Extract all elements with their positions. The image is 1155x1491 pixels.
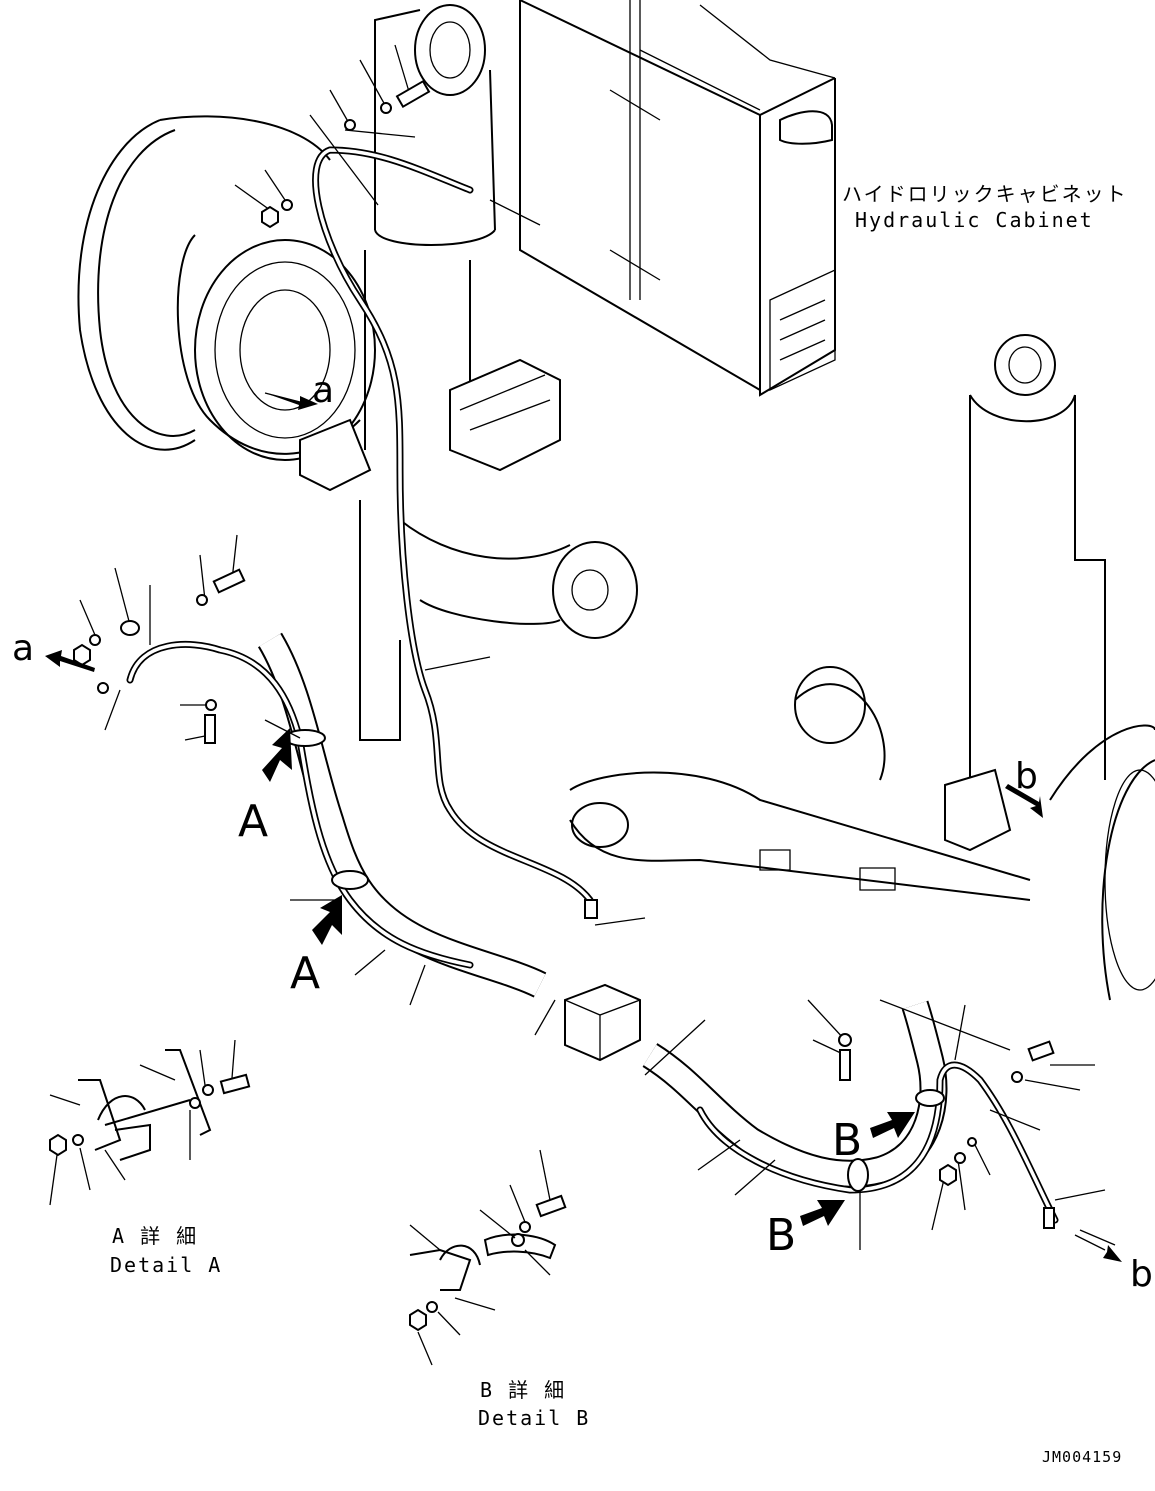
detail-B-caption-en: Detail B bbox=[478, 1406, 590, 1430]
detail-A-caption-en: Detail A bbox=[110, 1253, 222, 1277]
hydraulic-cabinet bbox=[519, 0, 836, 397]
right-strut-wheel bbox=[969, 334, 1155, 1001]
detail-A-caption-ja: A 詳 細 bbox=[112, 1224, 198, 1248]
ref-a-arrow-left bbox=[45, 650, 95, 672]
view-arrows bbox=[45, 392, 1122, 1262]
valve-assembly-center bbox=[449, 358, 561, 472]
ref-b-label-right: b bbox=[1015, 756, 1038, 797]
valve-block-left bbox=[299, 418, 372, 492]
drawing-id: JM004159 bbox=[1042, 1448, 1122, 1466]
valve-block-right bbox=[944, 768, 1012, 852]
detail-A-drawing bbox=[49, 1039, 251, 1206]
view-A-label-upper: A bbox=[238, 796, 268, 847]
cabinet-label-en: Hydraulic Cabinet bbox=[855, 208, 1094, 232]
leader-lines bbox=[79, 44, 1116, 1250]
view-A-label-lower: A bbox=[290, 948, 320, 999]
view-A-arrow-upper bbox=[262, 728, 292, 782]
left-wheel-hub bbox=[77, 115, 376, 461]
manifold-block bbox=[564, 983, 641, 1062]
left-strut-cylinder bbox=[364, 4, 496, 450]
view-B-arrow-lower bbox=[800, 1200, 845, 1226]
view-A-arrow-lower bbox=[312, 895, 342, 945]
view-B-label-upper: B bbox=[832, 1115, 862, 1166]
ref-a-label-hub: a bbox=[312, 370, 334, 411]
view-B-label-lower: B bbox=[766, 1210, 796, 1261]
ref-b-arrow-right bbox=[1005, 784, 1043, 818]
hardware-parts bbox=[73, 79, 1055, 1229]
view-B-arrow-upper bbox=[870, 1112, 915, 1138]
ref-a-label-left: a bbox=[12, 628, 34, 669]
cabinet-label-ja: ハイドロリックキャビネット bbox=[842, 182, 1128, 206]
detail-B-drawing bbox=[409, 1149, 567, 1366]
tube-route-B bbox=[642, 1000, 1059, 1224]
tube-route-A bbox=[126, 632, 547, 998]
ref-b-arrow-lower bbox=[1103, 1245, 1122, 1262]
suspension-arms bbox=[359, 500, 1031, 901]
detail-B-caption-ja: B 詳 細 bbox=[480, 1378, 566, 1402]
main-hose bbox=[312, 146, 598, 919]
ref-a-arrow-hub bbox=[265, 393, 318, 410]
ref-b-label-lower: b bbox=[1130, 1254, 1153, 1295]
